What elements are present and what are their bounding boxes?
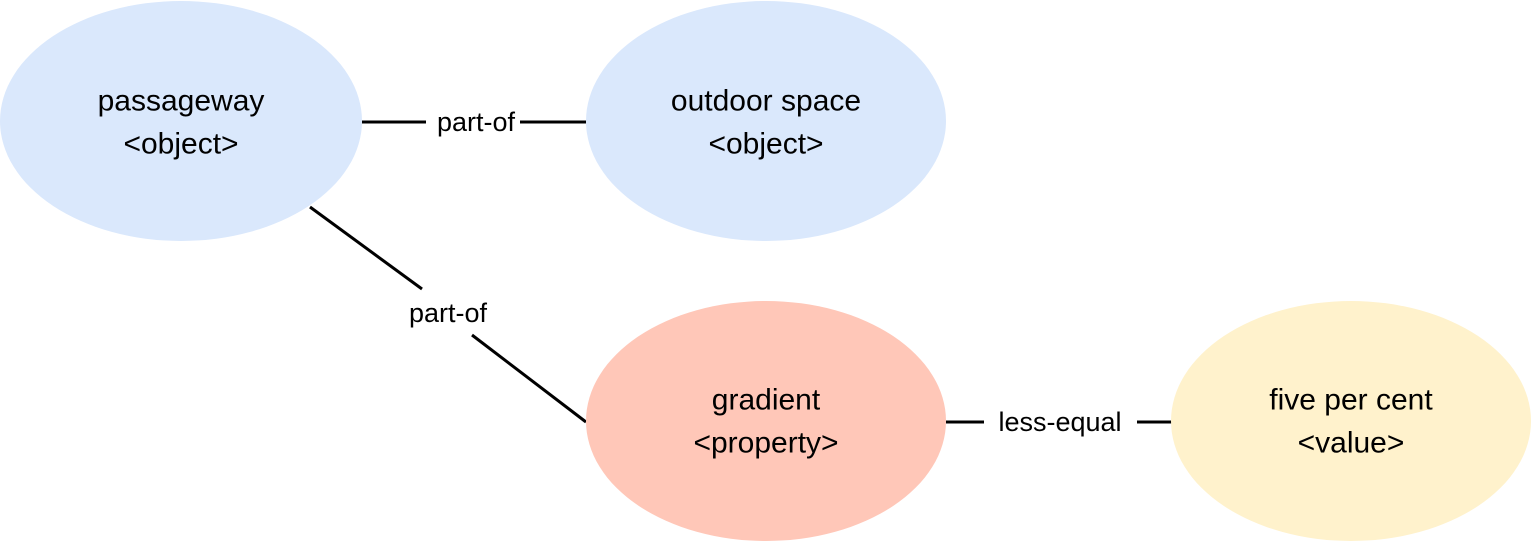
node-ellipse xyxy=(1171,301,1531,541)
edge-gradient-to-five-per-cent: less-equal xyxy=(946,407,1172,437)
node-name: five per cent xyxy=(1269,384,1433,417)
node-ellipse xyxy=(586,301,946,541)
node-passageway[interactable]: passageway <object> xyxy=(0,1,362,241)
edge-passageway-to-gradient: part-of xyxy=(309,205,587,424)
node-type: <object> xyxy=(708,128,823,161)
edge-line xyxy=(309,205,423,291)
edge-label-part-of: part-of xyxy=(409,298,488,328)
node-type: <property> xyxy=(693,427,838,460)
node-ellipse xyxy=(586,1,946,241)
edge-label-less-equal: less-equal xyxy=(998,407,1121,437)
node-type: <object> xyxy=(123,128,238,161)
node-type: <value> xyxy=(1298,427,1405,460)
edge-passageway-to-outdoor-space: part-of xyxy=(362,107,586,137)
node-name: passageway xyxy=(98,85,265,118)
node-name: gradient xyxy=(712,384,821,417)
node-ellipse xyxy=(0,1,362,241)
edge-label-part-of: part-of xyxy=(437,107,516,137)
edge-line xyxy=(471,333,587,424)
node-gradient[interactable]: gradient <property> xyxy=(586,301,946,541)
node-name: outdoor space xyxy=(671,85,861,118)
node-outdoor-space[interactable]: outdoor space <object> xyxy=(586,1,946,241)
node-five-per-cent[interactable]: five per cent <value> xyxy=(1171,301,1531,541)
